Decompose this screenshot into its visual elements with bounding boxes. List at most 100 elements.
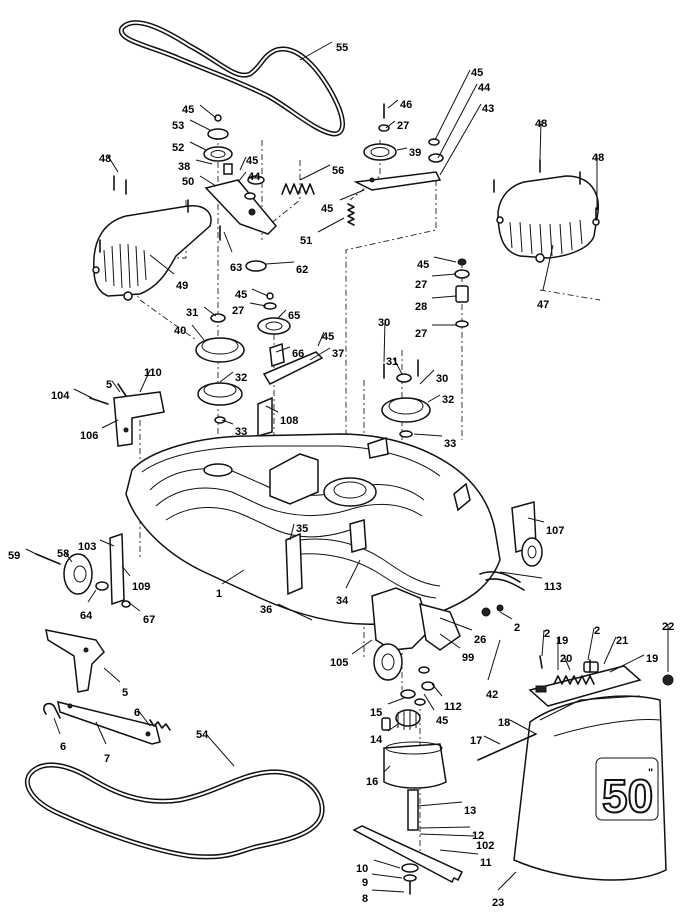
leader-c44b [237, 171, 247, 183]
leader-c2a [499, 611, 513, 620]
leader-c53 [189, 119, 211, 131]
leader-c40 [191, 324, 205, 341]
leader-c11 [439, 849, 479, 855]
callout-c53: 53 [172, 120, 184, 132]
leader-c62 [265, 261, 295, 265]
leader-c45g [317, 331, 325, 347]
leader-c50 [199, 175, 217, 187]
leader-c45b [199, 104, 217, 119]
callout-c58: 58 [57, 548, 69, 560]
callout-c7: 7 [104, 753, 110, 765]
leader-c42 [487, 639, 501, 681]
leader-c44a [437, 83, 478, 159]
leader-c39 [396, 147, 408, 151]
leader-c59 [25, 548, 41, 557]
callout-c16: 16 [366, 776, 378, 788]
callout-c2c: 2 [594, 625, 600, 637]
callout-c110: 110 [144, 367, 162, 379]
leader-c49 [149, 254, 175, 275]
callout-c103: 103 [78, 541, 96, 553]
leader-c27a [385, 120, 396, 129]
leader-c28 [431, 295, 457, 299]
leader-c21 [603, 636, 617, 665]
callout-c31b: 31 [386, 356, 398, 368]
callout-c108: 108 [280, 415, 298, 427]
idler-assembly-right [353, 103, 444, 191]
leader-c8 [371, 889, 405, 893]
mower-deck [125, 433, 501, 626]
leader-c12 [419, 826, 471, 829]
leader-c45a [434, 69, 471, 141]
callout-c12: 12 [472, 830, 484, 842]
callout-c112: 112 [444, 701, 462, 713]
leader-c103 [99, 539, 115, 547]
callout-c35: 35 [296, 523, 308, 535]
callout-c54: 54 [196, 729, 209, 741]
callout-c32a: 32 [235, 372, 247, 384]
lift-arms [43, 629, 171, 745]
chute-badge: 50 [602, 770, 653, 822]
callout-c33b: 33 [444, 438, 456, 450]
pulley-stack-right [381, 258, 470, 438]
callout-c45g: 45 [322, 331, 334, 343]
leader-c30b [419, 369, 435, 385]
callout-c30a: 30 [378, 317, 390, 329]
leader-c51 [317, 217, 345, 233]
callout-c2a: 2 [514, 622, 520, 634]
anti-scalp-wheel-right [511, 501, 543, 567]
callout-c17: 17 [470, 735, 482, 747]
callout-c15: 15 [370, 707, 382, 719]
callout-c43: 43 [482, 103, 494, 115]
leader-c45e [433, 256, 457, 263]
leader-c7 [95, 721, 107, 745]
callout-c45d: 45 [321, 203, 333, 215]
callout-c1: 1 [216, 588, 222, 600]
callout-c99: 99 [462, 652, 474, 664]
leader-c66 [275, 346, 291, 353]
leader-c64 [87, 589, 97, 603]
leader-c20 [563, 655, 571, 671]
leader-c27d [249, 302, 267, 307]
leader-c106 [101, 419, 119, 429]
callout-c23: 23 [492, 897, 504, 909]
leader-c2b [541, 629, 545, 657]
callout-c102: 102 [476, 840, 494, 852]
callout-c10: 10 [356, 863, 368, 875]
leader-c32a [219, 371, 234, 383]
leader-c6a [137, 709, 151, 727]
callout-c5b: 5 [122, 687, 128, 699]
pulley-stack-center [195, 292, 324, 437]
leader-c104 [73, 388, 93, 399]
callout-c50: 50 [182, 176, 194, 188]
leader-c31b [393, 358, 403, 375]
leader-c2c [587, 627, 595, 661]
leader-c1 [221, 569, 245, 585]
chute-badge-mark: " [648, 767, 653, 779]
leader-c16 [383, 765, 391, 773]
chute-hinge-assembly [477, 655, 674, 761]
callout-c19a: 19 [556, 635, 568, 647]
leader-c99 [439, 633, 461, 649]
leader-c5b [103, 667, 121, 683]
callout-c20: 20 [560, 653, 572, 665]
callout-c36: 36 [260, 604, 272, 616]
leader-c13 [417, 801, 463, 807]
callout-c64: 64 [80, 610, 93, 622]
leader-c37 [309, 347, 331, 361]
leader-c9 [371, 873, 403, 879]
leader-c52 [189, 141, 207, 151]
leader-c48a [107, 155, 119, 173]
leader-c43 [439, 103, 482, 176]
leader-c67 [127, 601, 141, 612]
callout-c27a: 27 [397, 120, 409, 132]
leader-c15 [387, 697, 405, 705]
callout-c38: 38 [178, 161, 190, 173]
drive-belt-lower [24, 762, 325, 860]
left-bracket-group [89, 383, 165, 447]
callout-c45b: 45 [182, 104, 194, 116]
callout-c31a: 31 [186, 307, 198, 319]
callout-c40: 40 [174, 325, 186, 337]
